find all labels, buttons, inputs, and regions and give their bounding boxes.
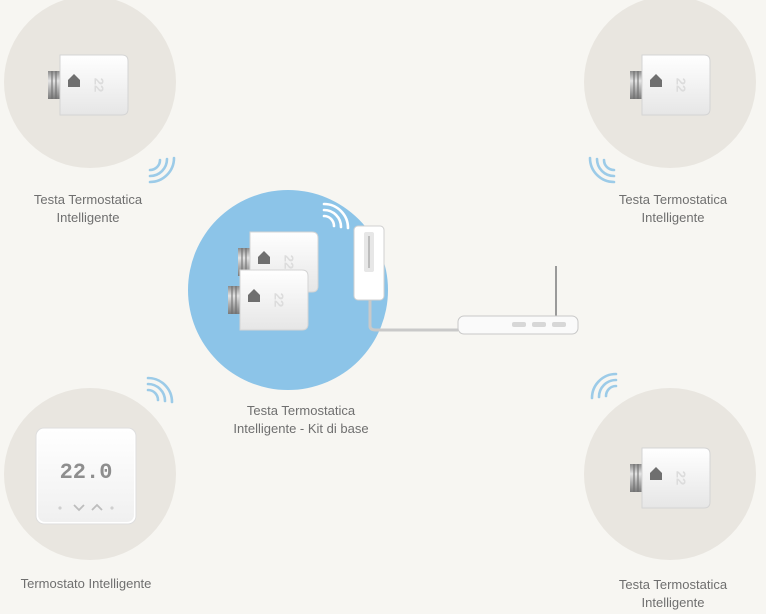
label-center: Testa Termostatica Intelligente - Kit di…	[191, 402, 411, 438]
radiator-head-top-left	[47, 54, 129, 116]
label-top-left-line1: Testa Termostatica	[33, 192, 143, 207]
thermostat-display: 22.0	[60, 460, 113, 485]
wifi-icon-center	[322, 202, 350, 230]
label-center-line2: Intelligente - Kit di base	[233, 421, 369, 436]
label-top-left: Testa Termostatica Intelligente	[0, 191, 198, 227]
label-bottom-left-line1: Termostato Intelligente	[20, 576, 152, 591]
wifi-icon-top-right	[588, 156, 616, 184]
wifi-icon-bottom-right	[590, 372, 618, 400]
radiator-head-top-right	[629, 54, 711, 116]
label-top-right-line1: Testa Termostatica	[618, 192, 728, 207]
wifi-icon-bottom-left	[146, 376, 174, 404]
label-top-right: Testa Termostatica Intelligente	[563, 191, 766, 227]
network-cable	[368, 300, 458, 332]
label-center-line1: Testa Termostatica	[246, 403, 356, 418]
router	[457, 266, 579, 335]
internet-bridge	[353, 225, 385, 301]
label-top-left-line2: Intelligente	[56, 210, 120, 225]
label-bottom-right-line2: Intelligente	[641, 595, 705, 610]
label-bottom-right: Testa Termostatica Intelligente	[563, 576, 766, 612]
radiator-head-kit-front	[227, 269, 309, 331]
label-top-right-line2: Intelligente	[641, 210, 705, 225]
smart-thermostat: 22.0	[35, 427, 137, 525]
wifi-icon-top-left	[148, 156, 176, 184]
label-bottom-right-line1: Testa Termostatica	[618, 577, 728, 592]
radiator-head-bottom-right	[629, 447, 711, 509]
label-bottom-left: Termostato Intelligente	[0, 575, 196, 593]
